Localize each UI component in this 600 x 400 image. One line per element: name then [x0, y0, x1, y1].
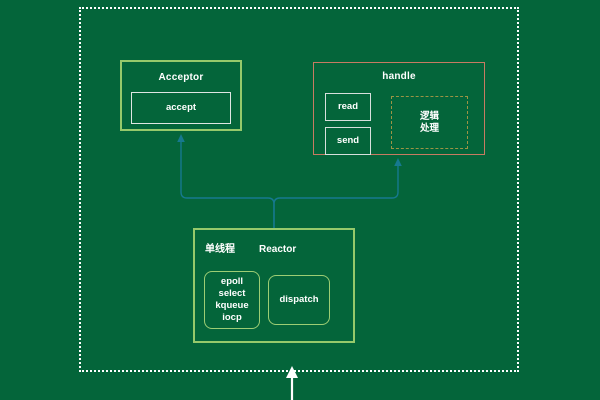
acceptor-title: Acceptor — [158, 72, 204, 83]
acceptor-block[interactable]: Acceptor — [120, 60, 242, 131]
reactor-block[interactable]: 单线程 Reactor — [193, 228, 355, 343]
system-boundary — [79, 7, 519, 372]
multiplexer-line-1: epoll — [220, 276, 244, 287]
reactor-thread-label: 单线程 — [205, 244, 235, 255]
multiplexer-line-3: kqueue — [215, 300, 249, 311]
send-node[interactable]: send — [325, 127, 371, 155]
logic-processing-line-2: 处理 — [419, 122, 439, 134]
logic-processing-node[interactable]: 逻辑 处理 — [391, 96, 468, 149]
multiplexer-label: epoll select kqueue iocp — [205, 276, 259, 324]
send-label: send — [336, 135, 360, 146]
accept-label: accept — [165, 102, 197, 113]
multiplexer-line-4: iocp — [222, 312, 242, 323]
read-node[interactable]: read — [325, 93, 371, 121]
logic-processing-label: 逻辑 处理 — [392, 111, 467, 135]
reactor-heading: 单线程 Reactor — [205, 240, 296, 255]
dispatch-node[interactable]: dispatch — [268, 275, 330, 325]
accept-node[interactable]: accept — [131, 92, 231, 124]
handle-block[interactable]: handle — [313, 62, 485, 155]
handle-title: handle — [382, 71, 416, 82]
reactor-title: Reactor — [259, 244, 297, 255]
multiplexer-node[interactable]: epoll select kqueue iocp — [204, 271, 260, 329]
read-label: read — [337, 101, 359, 112]
dispatch-label: dispatch — [279, 294, 319, 305]
multiplexer-line-2: select — [218, 288, 246, 299]
logic-processing-line-1: 逻辑 — [419, 110, 439, 122]
